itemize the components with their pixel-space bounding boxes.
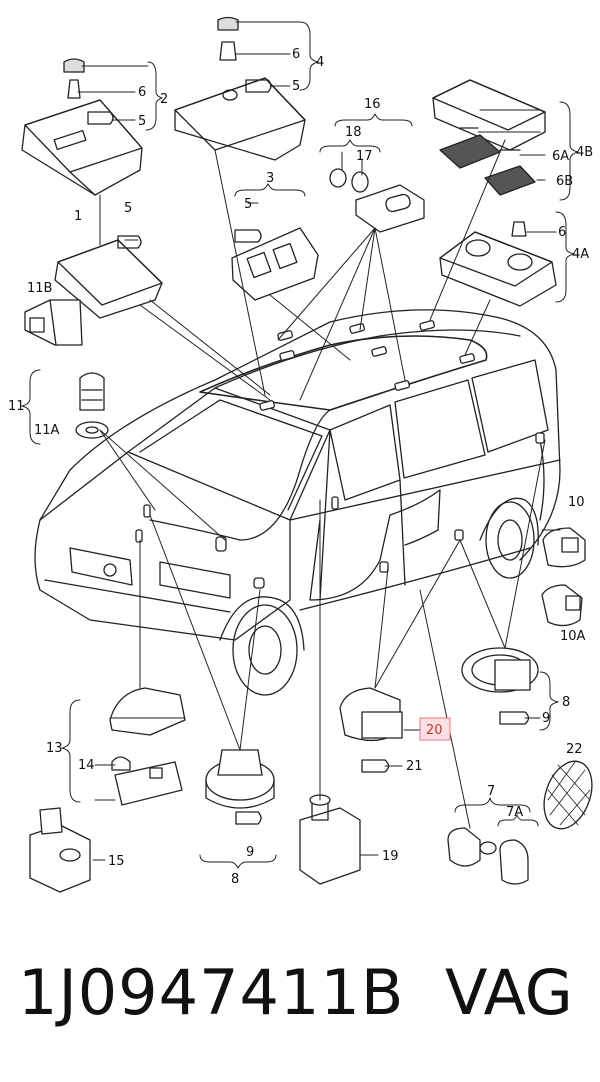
- part-4A-lamp: [439, 221, 557, 307]
- callout-19: 19: [382, 849, 399, 864]
- callout-11B: 11B: [27, 281, 52, 296]
- callout-13: 13: [46, 741, 63, 756]
- callout-8b: 8: [562, 695, 570, 710]
- callout-16: 16: [364, 97, 381, 112]
- leader-lines: [21, 21, 579, 869]
- parts-diagram: 2 6 5 4 6 5 1 5 3 5 16 18 17 4B 6A 6B 4A…: [8, 16, 593, 893]
- callout-9b: 9: [542, 711, 550, 726]
- callout-15: 15: [108, 854, 125, 869]
- callout-20: 20: [426, 723, 443, 738]
- part-1-lamp: [54, 235, 163, 319]
- part-8-round-lamp-center: [205, 749, 275, 825]
- callout-10A: 10A: [560, 629, 586, 644]
- callout-21: 21: [406, 759, 423, 774]
- callout-6c: 6: [558, 225, 566, 240]
- callout-14: 14: [78, 758, 95, 773]
- part-10-lamp: [541, 527, 586, 627]
- callout-9a: 9: [246, 845, 254, 860]
- callout-7: 7: [487, 784, 495, 799]
- callout-4B: 4B: [576, 145, 593, 160]
- callout-6a: 6: [138, 85, 146, 100]
- callout-6b: 6: [292, 47, 300, 62]
- part-7-bulb-holder: [447, 827, 529, 885]
- callout-8a: 8: [231, 872, 239, 887]
- part-20-lamp: [339, 687, 403, 773]
- van-body: [34, 309, 561, 696]
- callout-5b: 5: [292, 79, 300, 94]
- callout-7A: 7A: [506, 805, 523, 820]
- callout-22: 22: [566, 742, 583, 757]
- callout-18: 18: [345, 125, 362, 140]
- part-15-switch: [29, 807, 91, 893]
- callout-4: 4: [316, 55, 324, 70]
- part-11B-holder: [24, 299, 83, 346]
- callout-10: 10: [568, 495, 585, 510]
- part-16-switch: [329, 168, 425, 233]
- callout-3: 3: [266, 171, 274, 186]
- callout-6A: 6A: [552, 149, 569, 164]
- part-8-round-lamp-right: [461, 647, 539, 725]
- callout-11: 11: [8, 399, 25, 414]
- callout-5c: 5: [124, 201, 132, 216]
- part-13-lamp: [109, 687, 186, 806]
- callout-20-highlight: [419, 717, 451, 741]
- callout-5d: 5: [244, 197, 252, 212]
- part-19-switch: [299, 794, 361, 885]
- callout-11A: 11A: [34, 423, 60, 438]
- part-11-grommet: [75, 372, 109, 439]
- callout-17: 17: [356, 149, 373, 164]
- callout-1: 1: [74, 209, 82, 224]
- callout-2: 2: [160, 92, 168, 107]
- part-number: 1J0947411B: [18, 956, 405, 1029]
- callout-6B: 6B: [556, 174, 573, 189]
- part-4-reading-lamp: [174, 16, 306, 161]
- brand-name: VAG: [445, 956, 573, 1029]
- part-2-interior-lamp: [21, 58, 143, 196]
- part-3-lamp: [231, 227, 319, 301]
- callout-5a: 5: [138, 114, 146, 129]
- callout-labels: 2 6 5 4 6 5 1 5 3 5 16 18 17 4B 6A 6B 4A…: [8, 47, 593, 887]
- callout-4A: 4A: [572, 247, 589, 262]
- part-22-mesh: [543, 760, 593, 830]
